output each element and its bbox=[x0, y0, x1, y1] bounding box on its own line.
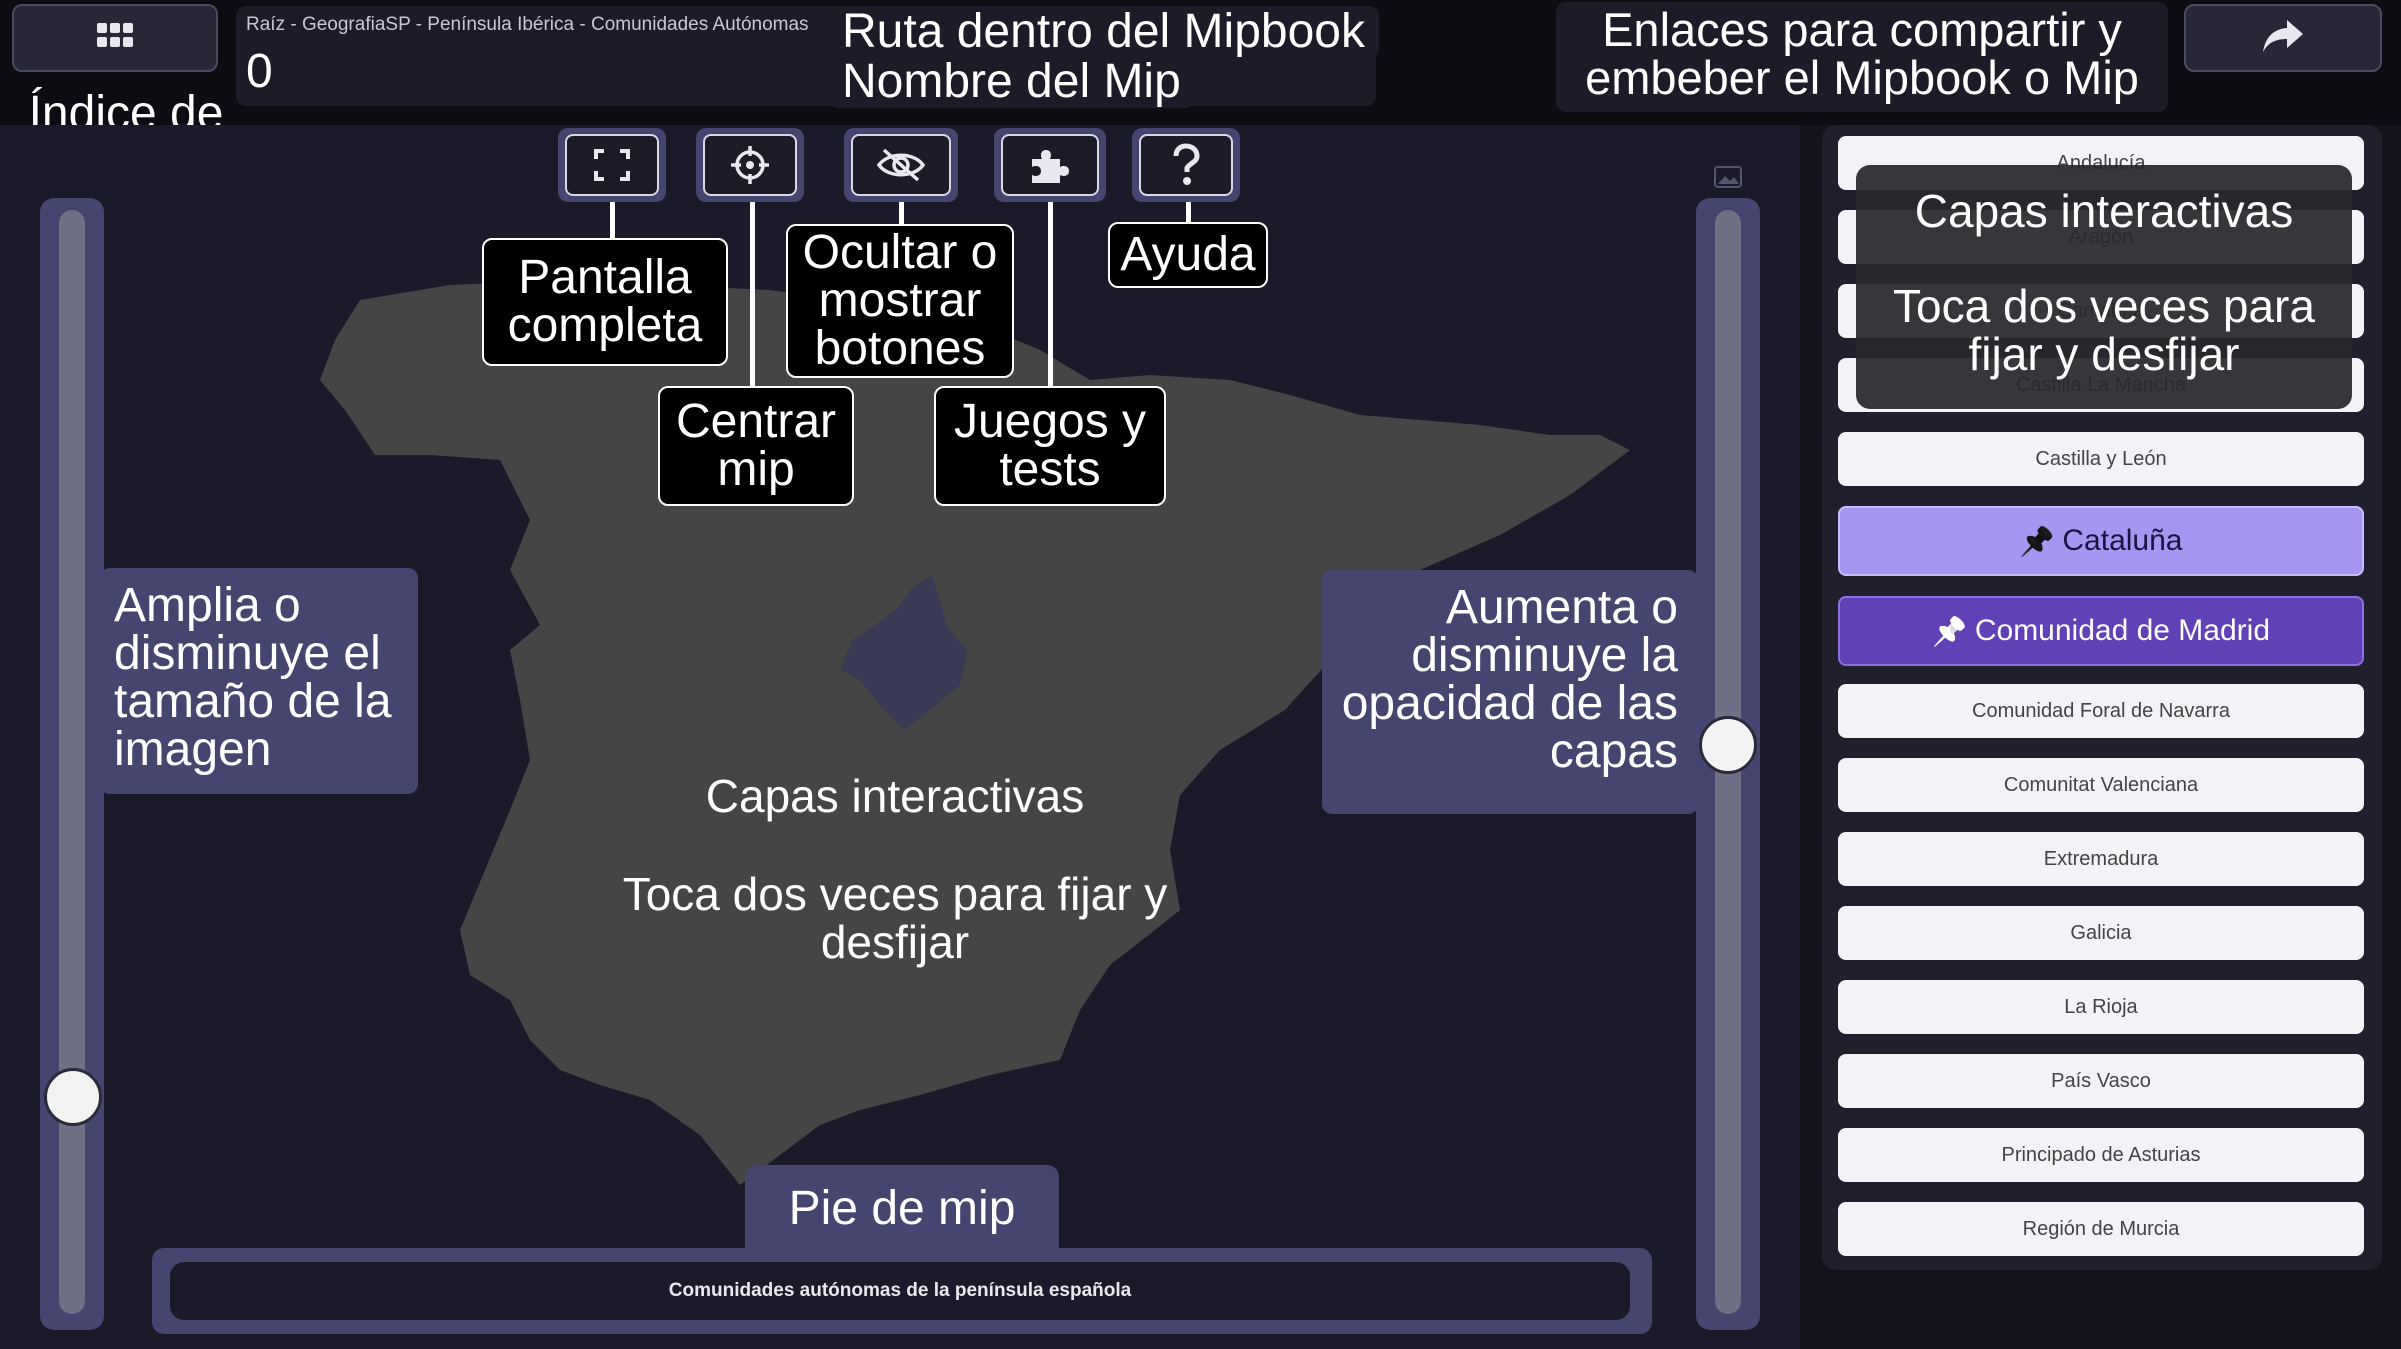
callout-stem bbox=[750, 202, 755, 386]
map-tip-body: Toca dos veces para fijar y desfijar bbox=[622, 868, 1168, 968]
layer-label: Galicia bbox=[2070, 921, 2132, 944]
layer-label: La Rioja bbox=[2064, 995, 2138, 1018]
toggle-callout: Ocultar o mostrar botones bbox=[786, 224, 1014, 378]
content-index-button[interactable] bbox=[12, 4, 218, 72]
layer-help-overlay bbox=[1856, 165, 2352, 409]
map-caption: Comunidades autónomas de la península es… bbox=[170, 1262, 1630, 1320]
puzzle-icon bbox=[1032, 150, 1069, 183]
layer-overlay-body: Toca dos veces para fijar y desfijar bbox=[1893, 280, 2315, 380]
zoom-tip: Amplia o disminuye el tamaño de la image… bbox=[100, 568, 418, 794]
layer-button[interactable]: Galicia bbox=[1838, 906, 2364, 960]
spain-map[interactable] bbox=[300, 230, 1700, 1230]
callout-stem bbox=[899, 202, 904, 226]
spain-mainland bbox=[320, 280, 1630, 1185]
games-tests-button[interactable] bbox=[994, 128, 1106, 202]
center-mip-button[interactable] bbox=[696, 128, 804, 202]
share-button[interactable] bbox=[2184, 4, 2382, 72]
help-path-label: Ruta dentro del Mipbook bbox=[828, 6, 1379, 58]
help-callout: Ayuda bbox=[1108, 222, 1268, 288]
map-tip-title: Capas interactivas bbox=[705, 770, 1085, 822]
pin-icon: 📌 bbox=[2019, 525, 2055, 557]
pie-de-mip-label: Pie de mip bbox=[745, 1165, 1059, 1251]
callout-stem bbox=[1186, 202, 1191, 224]
callout-stem bbox=[610, 202, 615, 238]
layer-label: Comunidad de Madrid bbox=[1974, 614, 2271, 647]
mip-name: 0 bbox=[246, 45, 273, 98]
layer-button[interactable]: País Vasco bbox=[1838, 1054, 2364, 1108]
layer-label: Comunitat Valenciana bbox=[2003, 773, 2199, 796]
layer-label: País Vasco bbox=[2051, 1069, 2151, 1092]
help-share-label: Enlaces para compartir y embeber el Mipb… bbox=[1556, 2, 2168, 112]
layer-overlay-title: Capas interactivas bbox=[1914, 185, 2294, 237]
help-name-label: Nombre del Mip bbox=[828, 56, 1195, 108]
layer-button[interactable]: La Rioja bbox=[1838, 980, 2364, 1034]
layer-label: Región de Murcia bbox=[2022, 1217, 2180, 1240]
layer-label: Castilla y León bbox=[2035, 447, 2167, 470]
zoom-slider[interactable] bbox=[59, 210, 85, 1314]
layer-button[interactable]: Región de Murcia bbox=[1838, 1202, 2364, 1256]
layer-button[interactable]: Comunitat Valenciana bbox=[1838, 758, 2364, 812]
center-callout: Centrar mip bbox=[658, 386, 854, 506]
pin-icon: 📌 bbox=[1931, 615, 1967, 647]
layer-label: Extremadura bbox=[2043, 847, 2159, 870]
toggle-buttons-button[interactable] bbox=[844, 128, 958, 202]
eye-slash-icon bbox=[876, 148, 926, 182]
layer-label: Principado de Asturias bbox=[2001, 1143, 2201, 1166]
fullscreen-callout: Pantalla completa bbox=[482, 238, 728, 366]
fullscreen-button[interactable] bbox=[558, 128, 666, 202]
madrid-region bbox=[840, 575, 968, 730]
layer-label: Cataluña bbox=[2062, 524, 2183, 557]
question-icon bbox=[1173, 143, 1200, 185]
layer-button[interactable]: Extremadura bbox=[1838, 832, 2364, 886]
breadcrumb[interactable]: Raíz - GeografiaSP - Península Ibérica -… bbox=[246, 14, 809, 35]
callout-stem bbox=[1048, 202, 1053, 386]
games-callout: Juegos y tests bbox=[934, 386, 1166, 506]
layer-button[interactable]: 📌Cataluña bbox=[1838, 506, 2364, 576]
fullscreen-icon bbox=[594, 149, 630, 181]
layer-button[interactable]: 📌Comunidad de Madrid bbox=[1838, 596, 2364, 666]
opacity-slider-knob[interactable] bbox=[1699, 716, 1757, 774]
grid-icon bbox=[95, 21, 135, 56]
share-arrow-icon bbox=[2261, 18, 2305, 59]
crosshair-icon bbox=[731, 146, 769, 184]
opacity-tip: Aumenta o disminuye la opacidad de las c… bbox=[1322, 570, 1698, 814]
layer-button[interactable]: Castilla y León bbox=[1838, 432, 2364, 486]
image-icon bbox=[1714, 166, 1742, 188]
layer-label: Comunidad Foral de Navarra bbox=[1972, 699, 2230, 722]
layer-button[interactable]: Comunidad Foral de Navarra bbox=[1838, 684, 2364, 738]
zoom-slider-knob[interactable] bbox=[44, 1068, 102, 1126]
layer-button[interactable]: Principado de Asturias bbox=[1838, 1128, 2364, 1182]
help-button[interactable] bbox=[1132, 128, 1240, 202]
